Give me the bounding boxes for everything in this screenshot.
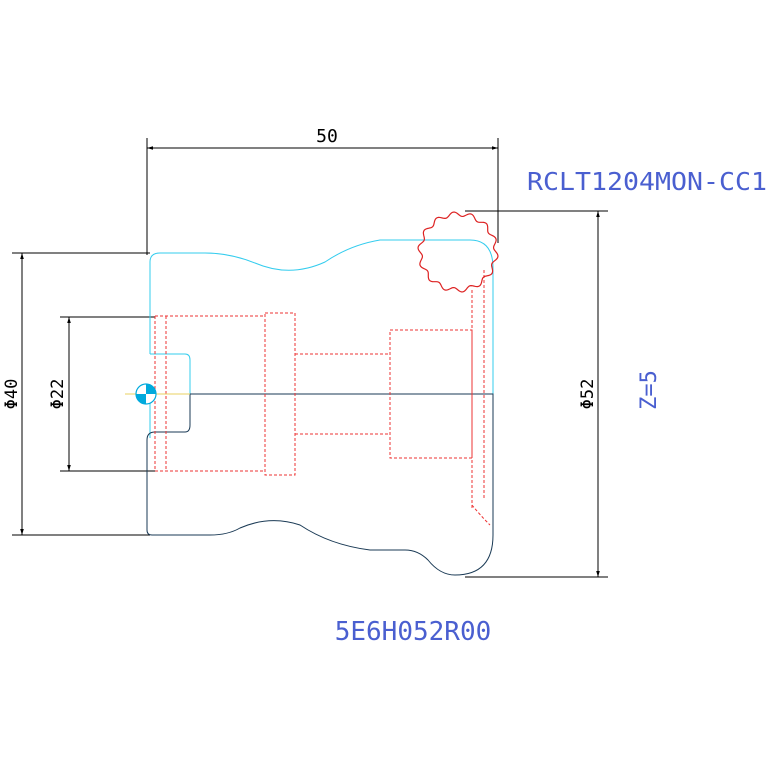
dimension-shank-diameter: Φ22 [48, 316, 155, 472]
teeth-count-label: Z=5 [637, 370, 662, 410]
insert-code-label: RCLT1204MON-CC1 [527, 167, 767, 196]
body-step-upper [150, 353, 191, 394]
shank-diameter-label: Φ22 [48, 379, 68, 410]
insert-outline [417, 211, 499, 293]
width-label: 50 [316, 126, 338, 147]
dimension-cutting-diameter: Φ52 [465, 210, 608, 578]
dimension-width: 50 [146, 126, 499, 255]
body-outline-upper [149, 239, 494, 438]
body-outline-lower [146, 393, 494, 576]
center-marker [135, 383, 157, 405]
hidden-lines [154, 270, 491, 526]
dimension-outer-diameter: Φ40 [2, 252, 150, 536]
part-number-label: 5E6H052R00 [335, 617, 492, 647]
outer-diameter-label: Φ40 [2, 379, 22, 410]
cutting-diameter-label: Φ52 [578, 379, 598, 410]
